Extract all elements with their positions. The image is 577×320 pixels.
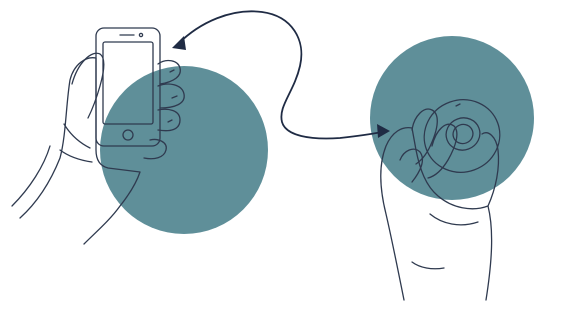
left-palm-crease-2: [60, 150, 92, 162]
right-wrist-line: [412, 262, 444, 269]
left-palm-crease: [64, 124, 90, 148]
right-teal-circle: [370, 36, 534, 200]
left-arm-inner-line: [12, 146, 50, 206]
left-thumb: [72, 53, 104, 118]
smartphone-camera: [139, 33, 142, 36]
left-teal-circle: [100, 66, 268, 234]
right-palm-crease: [430, 214, 478, 225]
connector-arrowhead-left: [172, 36, 186, 50]
